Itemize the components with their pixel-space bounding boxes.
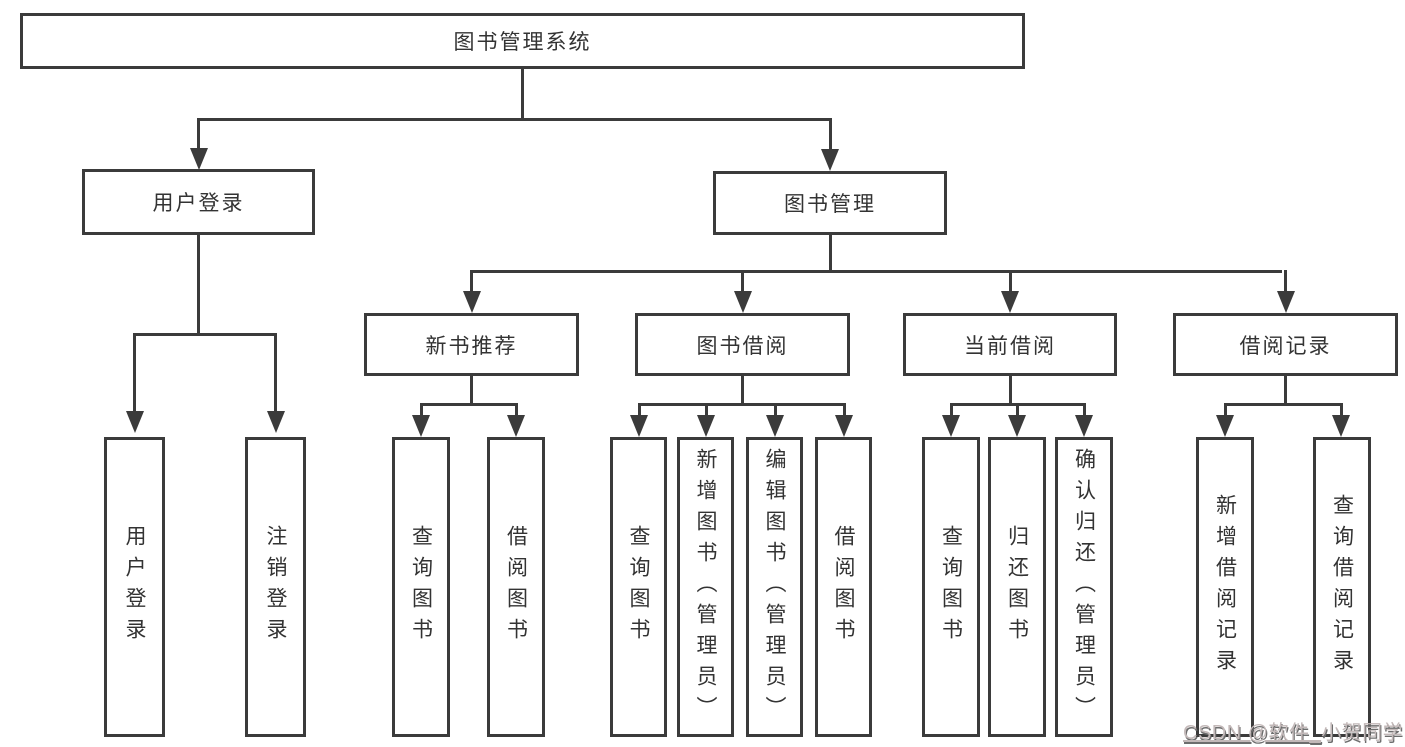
leaf-edit-book-admin: 编辑图书（管理员） — [746, 437, 803, 737]
connector-line — [197, 118, 832, 121]
arrow-down-icon — [630, 415, 648, 437]
arrow-down-icon — [190, 148, 208, 170]
leaf-add-borrow-record: 新增借阅记录 — [1196, 437, 1254, 737]
leaf-borrow-books-borrow: 借阅图书 — [815, 437, 872, 737]
leaf-label: 借阅图书 — [832, 525, 855, 649]
leaf-label: 查询图书 — [939, 525, 963, 649]
node-label: 当前借阅 — [964, 334, 1056, 358]
connector-line — [133, 333, 276, 336]
node-label: 图书借阅 — [696, 334, 789, 358]
leaf-label: 新增借阅记录 — [1213, 494, 1237, 680]
arrow-down-icon — [942, 415, 960, 437]
leaf-label: 编辑图书（管理员） — [763, 447, 786, 727]
arrow-down-icon — [697, 415, 715, 437]
connector-line — [1016, 403, 1019, 415]
leaf-add-book-admin: 新增图书（管理员） — [677, 437, 734, 737]
arrow-down-icon — [821, 149, 839, 171]
connector-line — [741, 270, 744, 292]
connector-line — [1284, 376, 1287, 405]
connector-line — [515, 403, 518, 415]
connector-line — [1083, 403, 1086, 415]
leaf-confirm-return-admin: 确认归还（管理员） — [1055, 437, 1113, 737]
node-book-borrow: 图书借阅 — [635, 313, 850, 376]
connector-line — [420, 403, 423, 415]
connector-line — [274, 333, 277, 411]
root-node: 图书管理系统 — [20, 13, 1025, 69]
arrow-down-icon — [463, 291, 481, 313]
connector-line — [1224, 403, 1342, 406]
leaf-label: 借阅图书 — [504, 525, 528, 649]
leaf-label: 确认归还（管理员） — [1072, 447, 1096, 727]
connector-line — [843, 403, 846, 415]
connector-line — [1340, 403, 1343, 415]
connector-line — [470, 270, 1282, 273]
node-borrow-records: 借阅记录 — [1173, 313, 1398, 376]
node-label: 图书管理系统 — [453, 31, 592, 54]
arrow-down-icon — [1008, 415, 1026, 437]
leaf-label: 查询借阅记录 — [1330, 494, 1354, 680]
leaf-label: 查询图书 — [627, 525, 650, 649]
connector-line — [197, 235, 200, 335]
leaf-query-borrow-record: 查询借阅记录 — [1313, 437, 1371, 737]
connector-line — [1009, 376, 1012, 405]
connector-line — [521, 69, 524, 118]
connector-line — [950, 403, 953, 415]
connector-line — [197, 118, 200, 152]
leaf-query-books-newbook: 查询图书 — [392, 437, 450, 737]
arrow-down-icon — [1001, 291, 1019, 313]
connector-line — [829, 118, 832, 152]
node-user-login: 用户登录 — [82, 169, 315, 235]
connector-line — [1284, 270, 1287, 292]
leaf-label: 用户登录 — [123, 525, 146, 649]
connector-line — [1009, 270, 1012, 292]
watermark: CSDN @软件_小贺同学 — [1183, 716, 1403, 745]
connector-line — [774, 403, 777, 415]
arrow-down-icon — [507, 415, 525, 437]
leaf-query-books-current: 查询图书 — [922, 437, 980, 737]
watermark-handle: CSDN @软件_ — [1183, 722, 1322, 744]
connector-line — [638, 403, 845, 406]
connector-line — [1224, 403, 1227, 415]
node-book-management: 图书管理 — [713, 171, 947, 235]
leaf-query-books-borrow: 查询图书 — [610, 437, 667, 737]
node-new-book-recommend: 新书推荐 — [364, 313, 579, 376]
connector-line — [470, 270, 473, 292]
connector-line — [420, 403, 518, 406]
connector-line — [470, 376, 473, 405]
connector-line — [829, 235, 832, 273]
leaf-label: 新增图书（管理员） — [694, 447, 717, 727]
arrow-down-icon — [412, 415, 430, 437]
arrow-down-icon — [1277, 291, 1295, 313]
leaf-user-login: 用户登录 — [104, 437, 165, 737]
node-label: 图书管理 — [784, 193, 876, 216]
arrow-down-icon — [766, 415, 784, 437]
connector-line — [638, 403, 641, 415]
arrow-down-icon — [1216, 415, 1234, 437]
leaf-return-books: 归还图书 — [988, 437, 1046, 737]
connector-line — [705, 403, 708, 415]
arrow-down-icon — [126, 411, 144, 433]
node-label: 新书推荐 — [425, 334, 518, 358]
leaf-logout-login: 注销登录 — [245, 437, 306, 737]
arrow-down-icon — [1332, 415, 1350, 437]
arrow-down-icon — [1075, 415, 1093, 437]
leaf-label: 查询图书 — [409, 525, 433, 649]
leaf-label: 归还图书 — [1005, 525, 1029, 649]
arrow-down-icon — [835, 415, 853, 437]
connector-line — [133, 333, 136, 411]
leaf-label: 注销登录 — [264, 525, 287, 649]
watermark-name: 小贺同学 — [1321, 722, 1404, 744]
connector-line — [741, 376, 744, 405]
leaf-borrow-books-newbook: 借阅图书 — [487, 437, 545, 737]
node-current-borrow: 当前借阅 — [903, 313, 1117, 376]
node-label: 用户登录 — [152, 192, 245, 215]
arrow-down-icon — [734, 291, 752, 313]
arrow-down-icon — [267, 411, 285, 433]
node-label: 借阅记录 — [1239, 334, 1332, 358]
